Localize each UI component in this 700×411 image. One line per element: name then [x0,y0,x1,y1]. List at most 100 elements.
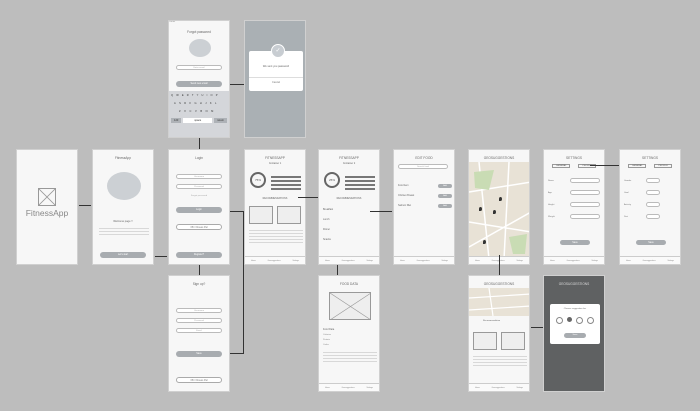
password-field[interactable]: Password [176,184,222,189]
tab-geo[interactable]: Geosuggestions [341,386,355,389]
keyboard-number-key[interactable]: 123 [171,118,182,123]
tab-settings[interactable]: Settings [667,259,675,262]
image-placeholder [473,332,497,350]
weight-input[interactable] [570,214,600,219]
connector-arrow [590,165,642,166]
save-button[interactable]: Save [636,240,666,245]
keyboard-space-key[interactable]: space [183,118,213,123]
tab-bar: Home Geosuggestions Settings [319,256,379,264]
modal-dialog: ✓ We sent you password Cancel [249,44,303,91]
add-button[interactable]: Add [438,204,452,208]
map-pin-icon[interactable] [483,240,486,244]
connector-arrow [370,211,392,212]
map-pin-icon[interactable] [479,207,482,211]
tab-geo[interactable]: Geosuggestions [416,259,430,262]
map-view[interactable] [469,161,529,260]
meal-row[interactable]: Dinner [323,228,331,231]
tab-geo[interactable]: Geosuggestions [267,259,281,262]
tab-geo[interactable]: Geosuggestions [341,259,355,262]
progress-ring: 75% [250,172,266,188]
email-field[interactable]: Enter email [176,65,222,70]
app-name: FitnessApp [25,208,69,218]
section-label: Food Data [323,328,335,331]
tab-home[interactable]: Home [549,259,555,262]
lets-start-button[interactable]: Let's start [100,252,146,258]
modal-save-button[interactable]: Save [564,333,586,338]
field-label: Activity [624,204,631,206]
password-field[interactable]: Password [176,318,222,323]
tab-home[interactable]: Home [250,259,256,262]
map-view[interactable] [469,287,529,317]
username-field[interactable]: Username [176,308,222,313]
tab-geo[interactable]: Geosuggestions [491,386,505,389]
tab-settings[interactable]: Settings [366,259,374,262]
map-pin-icon[interactable] [493,210,496,214]
option-icon[interactable] [587,317,594,324]
add-button[interactable]: Add [438,184,452,188]
save-button[interactable]: Save [176,351,222,357]
tab-settings[interactable]: Settings [292,259,300,262]
logo-placeholder [38,188,56,206]
food-row[interactable]: Chicken Breast [398,194,415,197]
tab-home[interactable]: Home [324,259,330,262]
tab-settings[interactable]: Settings [516,259,524,262]
login-button[interactable]: Login [176,207,222,213]
tab-home[interactable]: Home [474,259,480,262]
gender-input[interactable] [646,178,660,183]
password-sent-screen: ✓ We sent you password Cancel [244,20,306,138]
send-email-button[interactable]: Send new email [176,81,222,87]
keyboard-row-2[interactable]: ASDFGHJKL [174,102,220,105]
food-row[interactable]: Food item [398,184,409,187]
tab-general[interactable]: GENERAL [552,164,571,168]
recommendation-label: Recommendation [483,320,501,322]
signup-screen: Sign up? Username Password Email Save FB… [168,275,230,392]
register-button[interactable]: Register? [176,252,222,258]
tab-geo[interactable]: Geosuggestions [642,259,656,262]
goal-input[interactable] [646,190,660,195]
food-row[interactable]: Salmon fillet [398,204,412,207]
screen-title: GEOSUGGESTIONS [483,156,515,160]
tab-home[interactable]: Home [625,259,631,262]
forgot-password-link[interactable]: Forgot password [190,195,208,197]
keyboard-row-3[interactable]: ZXCVBNM [179,110,217,113]
tab-home[interactable]: Home [399,259,405,262]
connector-arrow [230,211,243,212]
tab-home[interactable]: Home [324,386,330,389]
tab-settings[interactable]: Settings [591,259,599,262]
avatar-placeholder [189,39,211,57]
fb-login-button[interactable]: FB / Fitness Pal [176,224,222,230]
tab-settings[interactable]: Settings [441,259,449,262]
meal-row[interactable]: Breakfast [323,208,334,211]
food-list [249,228,303,245]
tab-general[interactable]: GENERAL [628,164,647,168]
height-input[interactable] [570,202,600,207]
tab-settings[interactable]: Settings [516,386,524,389]
meal-row[interactable]: Lunch [323,218,330,221]
option-icon[interactable] [567,317,572,322]
tab-home[interactable]: Home [474,386,480,389]
username-field[interactable]: Username [176,174,222,179]
search-food-input[interactable]: Search food [398,164,448,169]
age-input[interactable] [570,190,600,195]
save-button[interactable]: Save [560,240,590,245]
tab-settings[interactable]: Settings [366,386,374,389]
diet-input[interactable] [646,214,660,219]
tab-profile[interactable]: PROFILE [654,164,672,168]
keyboard-return-key[interactable]: return [214,118,227,123]
meal-row[interactable]: Snacks [323,238,331,241]
keyboard-row-1[interactable]: QWERTYUIOP [171,94,221,97]
add-button[interactable]: Add [438,194,452,198]
fb-signup-button[interactable]: FB / Fitness Pal [176,377,222,383]
name-input[interactable] [570,178,600,183]
tab-geo[interactable]: Geosuggestions [492,260,505,262]
modal-cancel-button[interactable]: Cancel [249,77,303,84]
tab-bar: Home Geosuggestions Settings [620,256,680,264]
map-pin-icon[interactable] [499,197,502,201]
screen-title: FITNESSAPP [265,156,285,160]
activity-input[interactable] [646,202,660,207]
tab-profile[interactable]: PROFILE [578,164,596,168]
option-icon[interactable] [576,317,583,324]
tab-geo[interactable]: Geosuggestions [566,259,580,262]
option-icon[interactable] [556,317,563,324]
email-field[interactable]: Email [176,328,222,333]
